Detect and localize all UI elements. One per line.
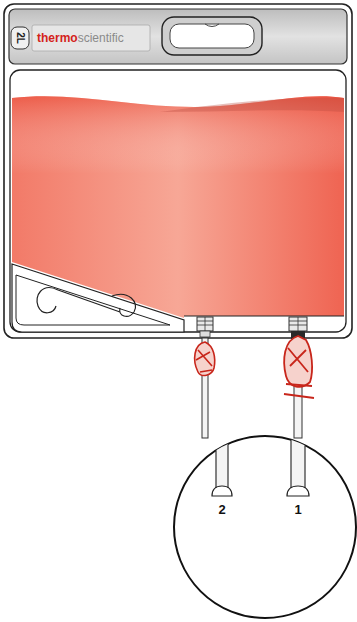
hanger-hook <box>112 294 136 316</box>
hanger-wedge <box>12 264 184 332</box>
callout-number: 2 <box>218 503 225 516</box>
top-band <box>9 9 347 64</box>
volume-mark: 2L <box>15 32 25 44</box>
tube-end-cap <box>287 486 309 496</box>
brand-logo: scientific <box>78 32 124 44</box>
handle-hole <box>170 24 254 48</box>
pinch-clamp <box>195 342 215 375</box>
tube <box>291 430 305 492</box>
magnifier-circle <box>174 436 356 618</box>
volume-badge <box>11 27 29 49</box>
logo-plate <box>32 25 150 51</box>
bag-outline <box>4 4 352 338</box>
chamber-outline <box>10 70 346 332</box>
port-fitting <box>197 317 213 331</box>
port-fitting <box>289 317 307 331</box>
tube <box>216 430 228 492</box>
callout-number: 1 <box>294 503 301 516</box>
tube-end-cap <box>212 486 232 496</box>
hanger-hook <box>37 288 58 313</box>
brand-logo: thermo <box>37 32 78 44</box>
handle-slot <box>162 17 262 55</box>
pinch-clamp <box>284 336 314 398</box>
